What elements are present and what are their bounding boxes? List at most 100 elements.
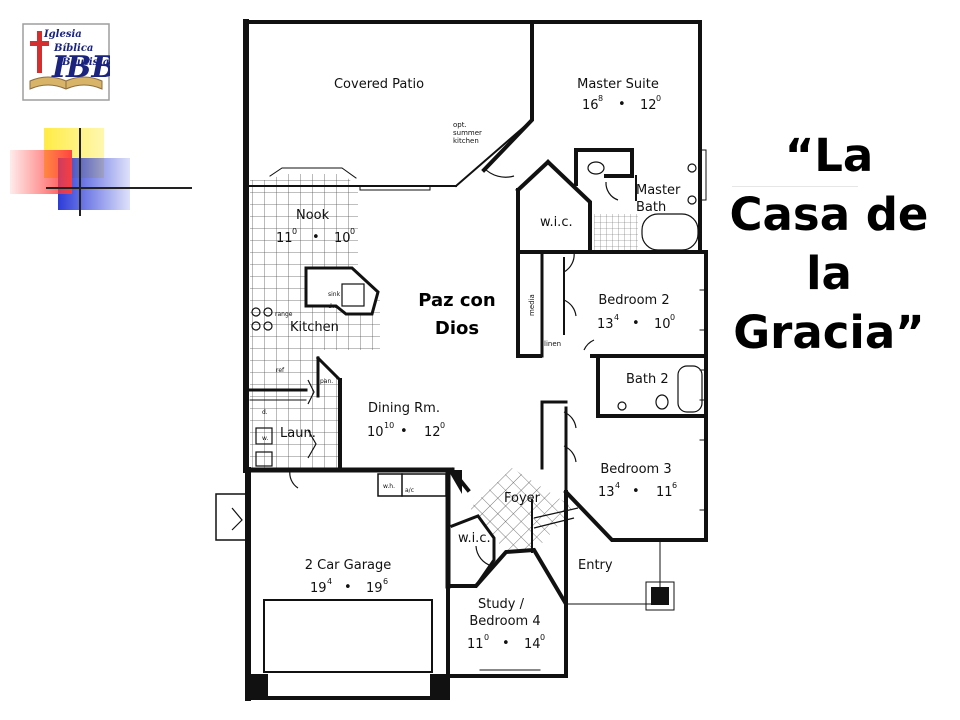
- washer-icon: [255, 427, 273, 445]
- nook-width-in: 0: [292, 227, 297, 236]
- range-burner-icon-3: [251, 321, 261, 331]
- study-depth: 14: [524, 637, 541, 652]
- study-line-1: Study /: [478, 597, 525, 612]
- range-burner-icon: [251, 307, 261, 317]
- wic-master-label: w.i.c.: [540, 215, 573, 230]
- slide-title: “La Casa de la Gracia”: [716, 126, 942, 362]
- bedroom3-width-in: 4: [615, 481, 620, 490]
- media-label: media: [528, 294, 536, 316]
- red-square: [10, 150, 72, 194]
- dining-depth-in: 0: [440, 421, 445, 430]
- wic-study-label: w.i.c.: [458, 531, 491, 546]
- title-line-2: Casa de: [729, 188, 929, 241]
- kitchen-label: Kitchen: [290, 320, 339, 335]
- laundry-dryer-label: d.: [262, 409, 268, 416]
- bedroom2-sep: •: [632, 316, 640, 331]
- master-suite-width: 16: [582, 98, 599, 113]
- kitchen-ref-label: ref: [276, 367, 285, 374]
- kitchen-pan-label: pan.: [320, 378, 333, 385]
- garage-sep: •: [344, 580, 352, 595]
- logo-monogram: IBB: [51, 50, 110, 85]
- fixtures: [231, 161, 703, 567]
- ac-label: a/c: [405, 487, 414, 494]
- master-bath-line-2: Bath: [636, 200, 666, 215]
- kitchen-sink-icon: [341, 283, 365, 307]
- kitchen-dw-label: dw: [328, 303, 337, 310]
- bath2-tub-icon: [677, 365, 703, 413]
- annotation: Paz con Dios: [418, 290, 495, 339]
- entry-label: Entry: [578, 558, 613, 573]
- bedroom2-label: Bedroom 2: [598, 293, 669, 308]
- master-bath-line-1: Master: [636, 183, 681, 198]
- master-suite-width-in: 8: [598, 94, 603, 103]
- logo-line-2: Bíblica: [54, 43, 94, 54]
- title-line-3: la: [806, 247, 852, 300]
- garage-depth-in: 6: [383, 577, 388, 586]
- logo-emblem-icon: IBB: [22, 23, 117, 101]
- master-suite-sep: •: [618, 97, 626, 112]
- garage-width: 19: [310, 581, 327, 596]
- nook-width: 11: [276, 231, 293, 246]
- toilet-icon: [587, 161, 605, 175]
- bath2-label: Bath 2: [626, 372, 669, 387]
- dryer-icon: [255, 451, 273, 467]
- bedroom3-depth-in: 6: [672, 481, 677, 490]
- study-sep: •: [502, 636, 510, 651]
- opt-kitchen-line-3: kitchen: [453, 137, 479, 145]
- range-burner-icon-2: [263, 307, 273, 317]
- nook-label: Nook: [296, 208, 330, 223]
- dining-width-in: 10: [384, 421, 394, 430]
- title-divider: [732, 186, 858, 187]
- bedroom3-width: 13: [598, 485, 615, 500]
- master-tub-icon: [641, 213, 699, 251]
- decorative-squares: [10, 128, 192, 216]
- study-width: 11: [467, 637, 484, 652]
- garage-label: 2 Car Garage: [305, 558, 392, 573]
- walls: [215, 19, 708, 701]
- sink-icon-2: [687, 195, 697, 205]
- bath2-toilet-icon: [655, 394, 669, 410]
- bedroom3-sep: •: [632, 484, 640, 499]
- foyer-label: Foyer: [504, 491, 541, 506]
- room-labels: Covered Patio opt. summer kitchen Master…: [262, 77, 681, 652]
- dining-label: Dining Rm.: [368, 401, 440, 416]
- wh-label: w.h.: [383, 483, 395, 490]
- range-burner-icon-4: [263, 321, 273, 331]
- title-line-1: “La: [784, 129, 874, 182]
- annotation-line-1: Paz con: [418, 290, 495, 311]
- dining-width: 10: [367, 425, 384, 440]
- nook-sep: •: [312, 230, 320, 245]
- opt-kitchen-line-1: opt.: [453, 121, 467, 129]
- study-width-in: 0: [484, 633, 489, 642]
- study-line-2: Bedroom 4: [469, 614, 540, 629]
- bath2-sink-icon: [617, 401, 627, 411]
- bedroom2-depth-in: 0: [670, 313, 675, 322]
- master-suite-label: Master Suite: [577, 77, 659, 92]
- master-suite-depth-in: 0: [656, 94, 661, 103]
- bedroom3-label: Bedroom 3: [600, 462, 671, 477]
- church-logo: IBB Iglesia Bíblica Bautista: [22, 23, 117, 101]
- sink-icon: [687, 163, 697, 173]
- dining-sep: •: [400, 424, 408, 439]
- annotation-line-2: Dios: [435, 318, 479, 339]
- logo-line-3: Bautista: [62, 57, 110, 68]
- master-suite-depth: 12: [640, 98, 657, 113]
- covered-patio-label: Covered Patio: [334, 77, 424, 92]
- kitchen-range-label: range: [275, 311, 293, 318]
- title-line-4: Gracia”: [733, 306, 925, 359]
- study-depth-in: 0: [540, 633, 545, 642]
- opt-kitchen-line-2: summer: [453, 129, 482, 137]
- dining-depth: 12: [424, 425, 441, 440]
- garage-width-in: 4: [327, 577, 332, 586]
- laundry-label: Laun.: [280, 426, 316, 441]
- linen-label: linen: [544, 340, 561, 348]
- nook-depth-in: 0: [350, 227, 355, 236]
- laundry-washer-label: w.: [262, 435, 268, 442]
- bedroom2-width-in: 4: [614, 313, 619, 322]
- logo-line-1: Iglesia: [44, 29, 82, 40]
- kitchen-sink-label: sink: [328, 291, 341, 298]
- bedroom2-depth: 10: [654, 317, 671, 332]
- garage-depth: 19: [366, 581, 383, 596]
